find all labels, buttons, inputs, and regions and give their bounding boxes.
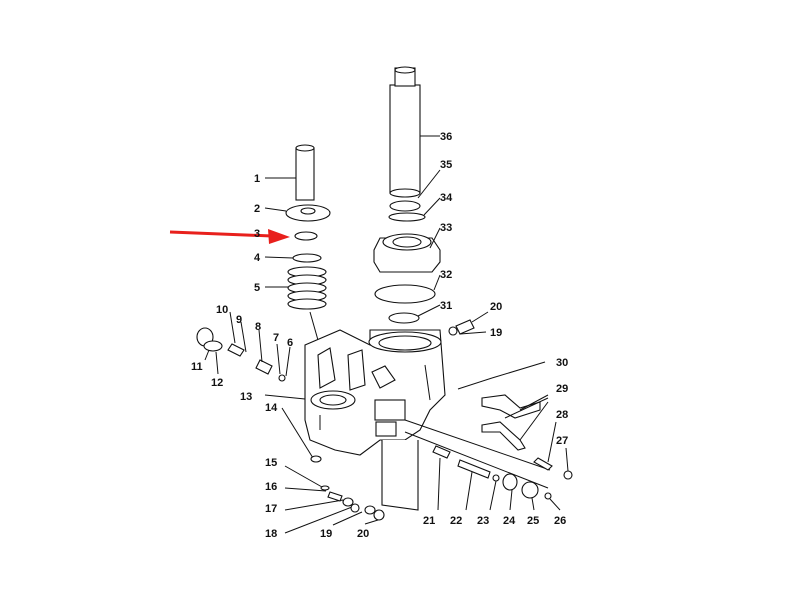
label-21: 21 bbox=[423, 515, 435, 527]
part-36-column bbox=[389, 66, 440, 198]
label-19-lower: 19 bbox=[320, 528, 332, 540]
label-11: 11 bbox=[191, 361, 203, 373]
part-31-seal bbox=[388, 304, 441, 324]
label-5: 5 bbox=[254, 282, 260, 294]
lower-left-fittings bbox=[284, 465, 385, 534]
label-36: 36 bbox=[440, 131, 452, 143]
label-6: 6 bbox=[287, 337, 293, 349]
label-27: 27 bbox=[556, 435, 568, 447]
part-4-oring bbox=[264, 253, 322, 263]
part-34-ring bbox=[388, 197, 441, 222]
label-24: 24 bbox=[503, 515, 516, 527]
part-33-nut bbox=[373, 227, 441, 273]
label-7: 7 bbox=[273, 332, 279, 344]
label-1: 1 bbox=[254, 173, 260, 185]
part-1-tube bbox=[265, 144, 315, 201]
label-18: 18 bbox=[265, 528, 277, 540]
label-29: 29 bbox=[556, 383, 568, 395]
label-19-upper: 19 bbox=[490, 327, 502, 339]
label-20-upper: 20 bbox=[490, 301, 502, 313]
label-2: 2 bbox=[254, 203, 260, 215]
part-35-ring bbox=[389, 169, 441, 212]
label-33: 33 bbox=[440, 222, 452, 234]
label-31: 31 bbox=[440, 300, 452, 312]
part-13-body bbox=[264, 329, 446, 511]
label-15: 15 bbox=[265, 457, 277, 469]
label-22: 22 bbox=[450, 515, 462, 527]
label-3: 3 bbox=[254, 228, 260, 240]
red-pointer-arrow bbox=[169, 229, 290, 244]
label-25: 25 bbox=[527, 515, 539, 527]
label-35: 35 bbox=[440, 159, 452, 171]
label-17: 17 bbox=[265, 503, 277, 515]
label-34: 34 bbox=[440, 192, 453, 204]
label-26: 26 bbox=[554, 515, 566, 527]
label-12: 12 bbox=[211, 377, 223, 389]
left-fittings bbox=[196, 311, 291, 382]
part-labels: 1 2 3 4 5 6 7 8 9 10 11 12 13 14 15 16 1… bbox=[191, 131, 568, 540]
label-20-lower: 20 bbox=[357, 528, 369, 540]
label-30: 30 bbox=[556, 357, 568, 369]
label-28: 28 bbox=[556, 409, 568, 421]
part-32-oring bbox=[374, 274, 441, 304]
part-2-washer bbox=[264, 204, 331, 222]
part-3-ring bbox=[294, 231, 318, 241]
label-8: 8 bbox=[255, 321, 261, 333]
label-10: 10 bbox=[216, 304, 228, 316]
label-13: 13 bbox=[240, 391, 252, 403]
label-9: 9 bbox=[236, 314, 242, 326]
upper-right-fitting bbox=[448, 311, 489, 336]
label-32: 32 bbox=[440, 269, 452, 281]
label-4: 4 bbox=[254, 252, 261, 264]
label-14: 14 bbox=[265, 402, 278, 414]
label-23: 23 bbox=[477, 515, 489, 527]
right-linkage bbox=[404, 361, 573, 511]
label-16: 16 bbox=[265, 481, 277, 493]
